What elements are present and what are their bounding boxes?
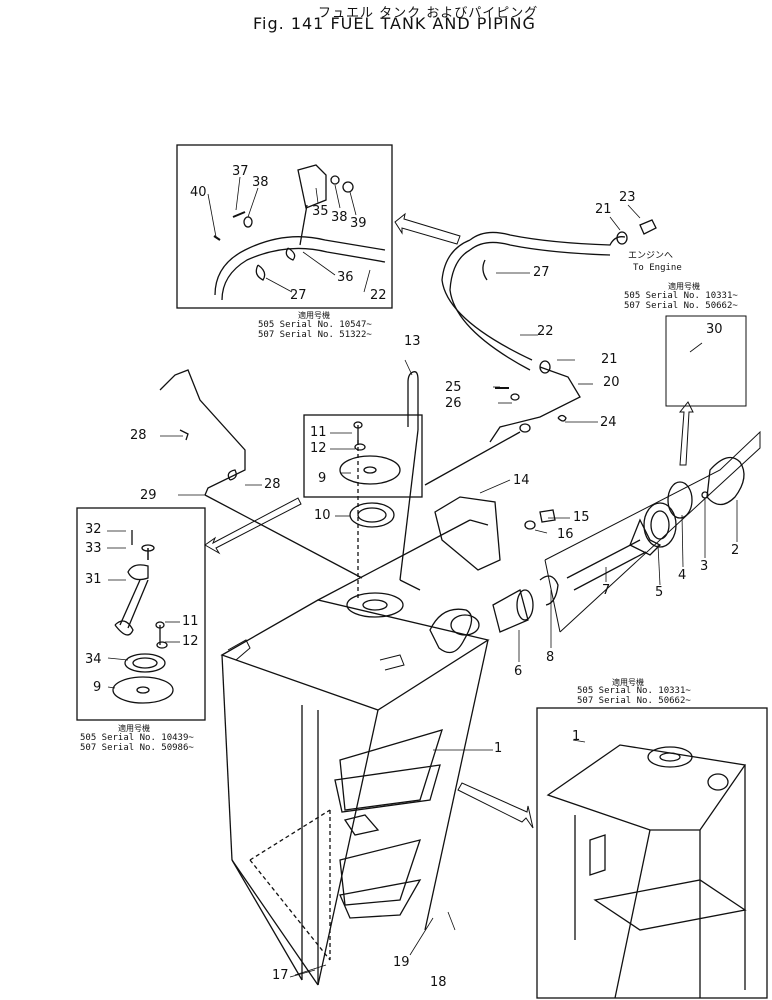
callout-10: 10 (314, 508, 331, 523)
serial-top-right-line1: 505 Serial No. 10331~ (624, 291, 738, 301)
callout-33: 33 (85, 541, 102, 556)
callout-2: 2 (731, 543, 740, 558)
serial-bottom-right-heading: 適用号機 (612, 678, 644, 687)
callout-4: 4 (678, 568, 687, 583)
callout-17: 17 (272, 968, 289, 983)
callout-23: 23 (619, 190, 636, 205)
serial-top-right-line2: 507 Serial No. 50662~ (624, 301, 738, 311)
serial-top-right-heading: 適用号機 (668, 282, 700, 291)
callout-38-right: 38 (331, 210, 348, 225)
callout-34: 34 (85, 652, 102, 667)
leader-lines (107, 176, 738, 978)
serial-top-left-line2: 507 Serial No. 51322~ (258, 330, 372, 340)
direction-arrows (204, 212, 694, 829)
callout-13: 13 (404, 334, 421, 349)
filler-parts (492, 430, 761, 633)
callout-26: 26 (445, 396, 462, 411)
callout-37: 37 (232, 164, 249, 179)
callout-21-top: 21 (595, 202, 612, 217)
callout-12-inset: 12 (182, 634, 199, 649)
callout-39: 39 (350, 216, 367, 231)
callout-27-inset: 27 (290, 288, 307, 303)
callout-22-main: 22 (537, 324, 554, 339)
serial-left-line1: 505 Serial No. 10439~ (80, 733, 194, 743)
vent-pipe-13 (407, 371, 419, 430)
bracket-14 (434, 496, 501, 571)
callout-38-left: 38 (252, 175, 269, 190)
inset-left-contents (112, 530, 174, 704)
gauge-assembly (303, 414, 423, 600)
serial-bottom-right-line2: 507 Serial No. 50662~ (577, 696, 691, 706)
callout-6: 6 (514, 664, 523, 679)
callout-9-gauge: 9 (318, 471, 327, 486)
fuel-tank-main (220, 519, 490, 986)
callout-36: 36 (337, 270, 354, 285)
title-japanese: フュエル タンク およびパイピング (318, 6, 539, 21)
fuel-hose-22 (424, 219, 657, 486)
callout-28-left: 28 (130, 428, 147, 443)
callout-18: 18 (430, 975, 447, 990)
callout-32: 32 (85, 522, 102, 537)
callout-24: 24 (600, 415, 617, 430)
callout-1: 1 (494, 741, 503, 756)
callout-5: 5 (655, 585, 664, 600)
serial-left-heading: 適用号機 (118, 724, 150, 733)
inset-box-bottom-right (536, 707, 768, 999)
callout-8: 8 (546, 650, 555, 665)
callout-15: 15 (573, 510, 590, 525)
callout-29: 29 (140, 488, 157, 503)
callout-16: 16 (557, 527, 574, 542)
to-engine-english: To Engine (633, 263, 682, 273)
to-engine-japanese: エンジンへ (628, 251, 674, 261)
callout-11-inset: 11 (182, 614, 199, 629)
callout-19: 19 (393, 955, 410, 970)
title-english: Fig. 141 FUEL TANK AND PIPING (253, 14, 536, 33)
callout-27-main: 27 (533, 265, 550, 280)
callout-30: 30 (706, 322, 723, 337)
callout-22-inset: 22 (370, 288, 387, 303)
callout-35: 35 (312, 204, 329, 219)
serial-bottom-right-line1: 505 Serial No. 10331~ (577, 686, 691, 696)
callout-14: 14 (513, 473, 530, 488)
inset-tank-contents (546, 744, 747, 999)
inset-box-top-left (176, 144, 393, 309)
callout-9-inset: 9 (93, 680, 102, 695)
inset-box-left (76, 507, 206, 721)
callout-28-right: 28 (264, 477, 281, 492)
callout-12-gauge: 12 (310, 441, 327, 456)
inset-box-cap (665, 315, 747, 407)
callout-31: 31 (85, 572, 102, 587)
callout-3: 3 (700, 559, 709, 574)
serial-top-left-heading: 適用号機 (298, 311, 330, 320)
callout-21-main: 21 (601, 352, 618, 367)
callout-25: 25 (445, 380, 462, 395)
callout-40: 40 (190, 185, 207, 200)
callout-1-inset: 1 (572, 729, 581, 744)
callout-7: 7 (602, 583, 611, 598)
serial-top-left-line1: 505 Serial No. 10547~ (258, 320, 372, 330)
callout-20: 20 (603, 375, 620, 390)
callout-11-gauge: 11 (310, 425, 327, 440)
serial-left-line2: 507 Serial No. 50986~ (80, 743, 194, 753)
inset-top-left-contents (213, 164, 386, 301)
return-line (159, 369, 246, 496)
